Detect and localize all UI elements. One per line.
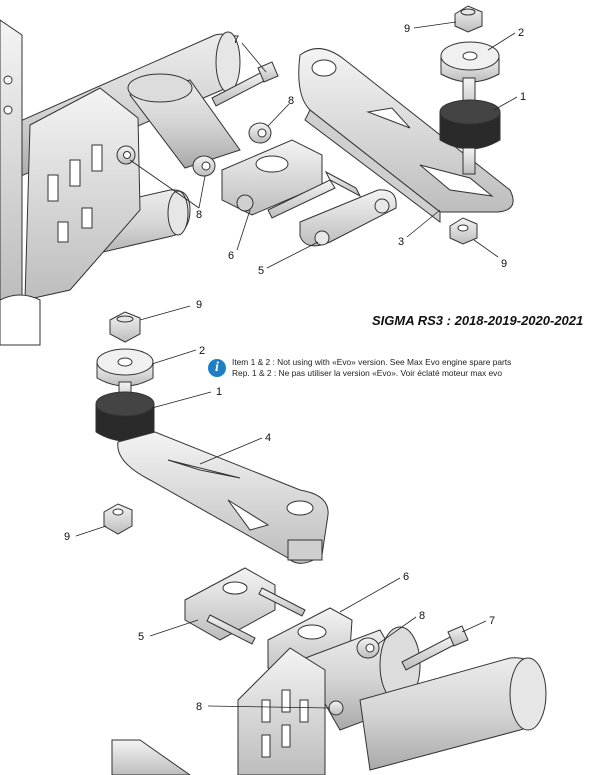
callout-6: 6 [228, 250, 234, 262]
callout-8: 8 [288, 95, 294, 107]
top-nut-9a [454, 5, 483, 33]
top-clamp-plate-5 [267, 170, 397, 247]
bottom-engine-arm-4 [117, 431, 329, 564]
top-sleeve [127, 73, 241, 169]
top-washer-8a [248, 122, 272, 144]
info-icon: i [208, 359, 226, 377]
top-silent-block-1 [439, 77, 501, 175]
callout-6: 6 [403, 571, 409, 583]
callout-5: 5 [138, 631, 144, 643]
callout-7: 7 [233, 34, 239, 46]
callout-2: 2 [199, 345, 205, 357]
note-line-en: Item 1 & 2 : Not using with «Evo» versio… [232, 357, 512, 367]
callout-1: 1 [520, 91, 526, 103]
top-nut-9b [449, 217, 478, 245]
bottom-frame-tube [359, 657, 547, 771]
top-washer-8b [192, 155, 216, 177]
callout-9: 9 [64, 531, 70, 543]
callout-7: 7 [489, 615, 495, 627]
callout-8: 8 [196, 701, 202, 713]
top-callouts: 9 2 7 8 1 8 6 3 5 9 [196, 23, 526, 277]
bottom-nut-9b [103, 503, 133, 535]
callout-9: 9 [501, 258, 507, 270]
callout-8: 8 [196, 209, 202, 221]
top-engine-plate [0, 19, 141, 346]
callout-9: 9 [404, 23, 410, 35]
callout-2: 2 [518, 27, 524, 39]
bottom-assembly: 9 2 1 4 9 6 8 7 5 8 [64, 299, 547, 775]
top-leader-lines [129, 21, 518, 269]
top-assembly: 9 2 7 8 1 8 6 3 5 9 [0, 5, 526, 346]
callout-1: 1 [216, 386, 222, 398]
bottom-clamp-plate-5 [184, 567, 306, 645]
callout-4: 4 [265, 432, 271, 444]
top-bolt-7 [211, 61, 279, 107]
callout-3: 3 [398, 236, 404, 248]
bottom-engine-plate [111, 647, 344, 775]
bottom-bolt-7 [401, 625, 469, 671]
model-title: SIGMA RS3 : 2018-2019-2020-2021 [372, 313, 584, 328]
bottom-nut-9a [109, 311, 141, 343]
bottom-leader-lines [75, 305, 487, 709]
callout-8: 8 [419, 610, 425, 622]
bottom-washer-2 [96, 348, 154, 387]
info-note: i Item 1 & 2 : Not using with «Evo» vers… [208, 357, 511, 379]
bottom-callouts: 9 2 1 4 9 6 8 7 5 8 [64, 299, 495, 713]
callout-5: 5 [258, 265, 264, 277]
bottom-silent-block-1 [95, 381, 155, 442]
callout-9: 9 [196, 299, 202, 311]
note-line-fr: Rep. 1 & 2 : Ne pas utiliser la version … [232, 368, 502, 378]
bottom-washer-8a [356, 637, 380, 659]
note-text: Item 1 & 2 : Not using with «Evo» versio… [232, 357, 511, 379]
top-washer-8c [116, 145, 136, 165]
top-engine-arm-3 [298, 48, 514, 224]
top-washer-2 [440, 41, 500, 83]
